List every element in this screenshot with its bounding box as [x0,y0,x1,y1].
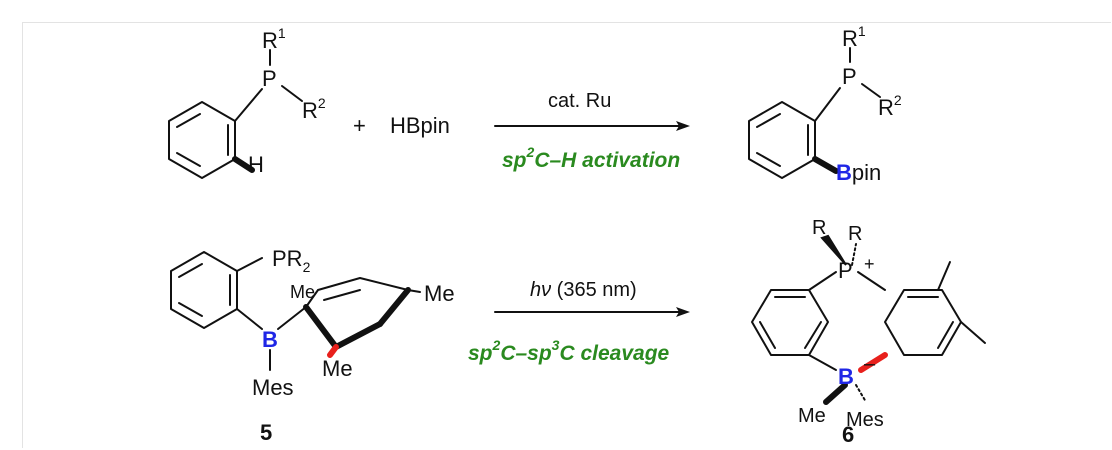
prod-plus-charge: + [864,254,875,274]
prod-phosphonium: P [838,258,853,283]
sub-h: H [248,152,264,177]
prod-p: P [842,64,857,89]
prod-r1: R1 [842,23,866,51]
prod-borate: B [838,364,854,389]
product-aryl-boronate: R1 P R2 Bpin [748,23,902,185]
sub-p: P [262,66,277,91]
condition-cc-cleavage: sp2C–sp3C cleavage [468,337,670,365]
sm-me-para: Me [424,281,455,306]
condition-ch-activation: sp2C–H activation [502,144,680,172]
prod-me: Me [798,405,826,427]
prod-mes: Mes [846,409,884,431]
condition-irradiation: hν (365 nm) [530,279,637,301]
label-compound-5: 5 [260,420,272,445]
compound-5-structure: PR2 B Mes Me Me Me [170,246,455,400]
sm-me-ortho-top: Me [290,282,315,302]
compound-6-structure: R R P + B – Me Mes [751,217,986,431]
arrow-2: hν (365 nm) sp2C–sp3C cleavage [468,279,690,365]
prod-minus-charge: – [864,353,876,375]
condition-cat-ru: cat. Ru [548,90,611,112]
sm-pr2: PR2 [272,246,311,275]
sub-r1: R1 [262,25,286,53]
sm-mes: Mes [252,375,294,400]
substrate-aryl-phosphine: R1 P R2 H [168,25,326,179]
prod-r-hash: R [848,223,862,245]
sub-r2: R2 [302,95,326,123]
plus-sign: + [353,113,366,138]
sm-me-ortho-bottom: Me [322,356,353,381]
reagent-hbpin: HBpin [390,113,450,138]
label-compound-6: 6 [842,422,854,447]
prod-r-wedge: R [812,217,826,239]
sm-boron: B [262,327,278,352]
prod-bpin: Bpin [836,160,881,185]
prod-r2: R2 [878,92,902,120]
scheme-frame [22,22,1111,448]
arrow-1: cat. Ru sp2C–H activation [494,90,690,172]
